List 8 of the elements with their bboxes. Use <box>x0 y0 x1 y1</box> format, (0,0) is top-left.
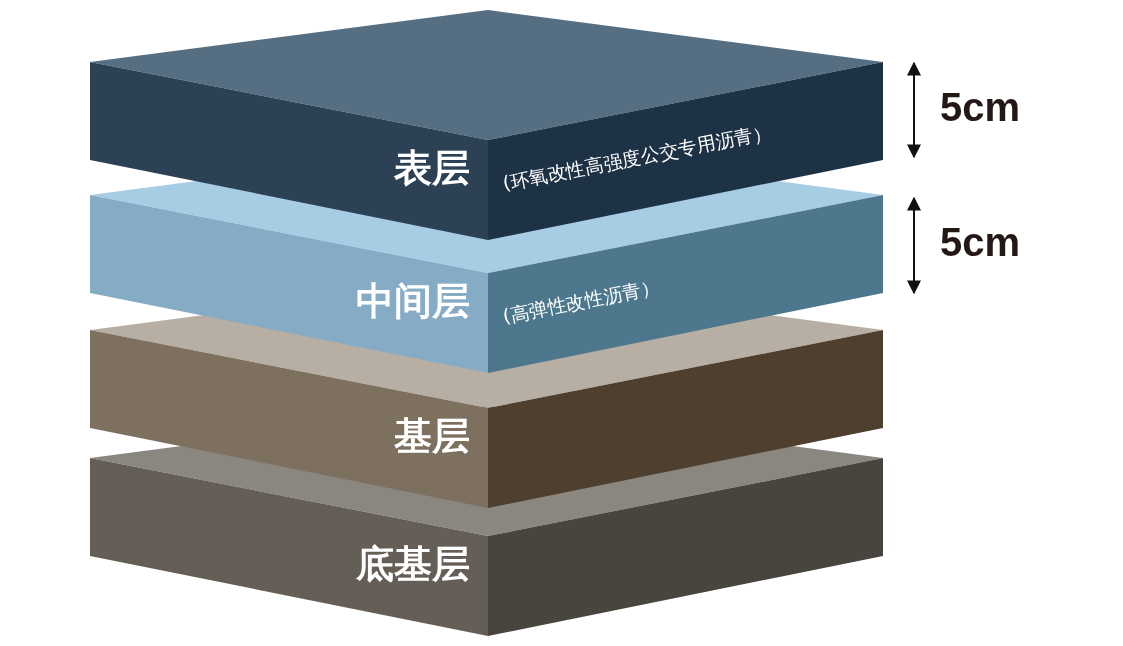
dimension-label: 5cm <box>940 220 1021 265</box>
layer-name: 基层 <box>394 414 470 458</box>
material-note: (环氧改性高强度公交专用沥青） <box>500 120 774 194</box>
dimension-label: 5cm <box>940 85 1021 130</box>
layer-name: 底基层 <box>356 542 470 586</box>
layer-name: 表层 <box>394 146 470 190</box>
layer-name: 中间层 <box>356 279 470 323</box>
material-note: (高弹性改性沥青） <box>500 275 662 327</box>
